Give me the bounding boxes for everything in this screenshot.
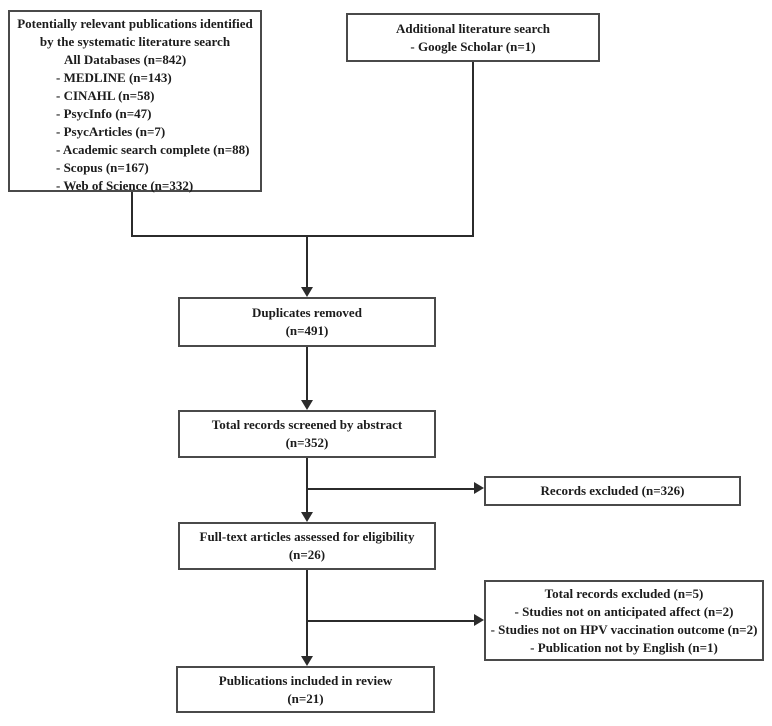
connector-screened-to-fulltext (306, 458, 308, 513)
database-item: - PsycArticles (n=7) (56, 124, 166, 139)
connector-branch-total-excluded (307, 620, 475, 622)
connector-additional-down (472, 62, 474, 236)
node-records-excluded: Records excluded (n=326) (484, 476, 741, 506)
node-subtitle: All Databases (n=842) (64, 52, 187, 67)
exclusion-item: - Studies not on anticipated affect (n=2… (514, 603, 734, 619)
node-text-line: Publications included in review (218, 672, 393, 688)
node-title-line: Potentially relevant publications identi… (17, 16, 253, 31)
node-text-line: (n=491) (285, 323, 329, 338)
node-text-line: (n=352) (285, 435, 329, 450)
node-text-line: Records excluded (n=326) (540, 483, 685, 498)
connector-merge-horizontal (131, 235, 474, 237)
node-text-line: Full-text articles assessed for eligibil… (199, 529, 415, 544)
connector-duplicates-to-screened (306, 347, 308, 401)
node-total-records-excluded: Total records excluded (n=5) - Studies n… (484, 580, 764, 661)
database-item: - MEDLINE (n=143) (56, 70, 172, 85)
connector-merge-to-duplicates (306, 236, 308, 288)
node-title-line: Total records excluded (n=5) (544, 585, 704, 601)
connector-identified-down (131, 192, 133, 236)
database-item: - CINAHL (n=58) (56, 88, 155, 103)
arrowhead-to-records-excluded (474, 482, 484, 494)
exclusion-item: - Publication not by English (n=1) (530, 639, 718, 655)
arrowhead-to-fulltext (301, 512, 313, 522)
node-additional-search: Additional literature search - Google Sc… (346, 13, 600, 62)
arrowhead-to-included (301, 656, 313, 666)
node-identified-publications: Potentially relevant publications identi… (8, 10, 262, 193)
node-text-line: Duplicates removed (252, 305, 362, 320)
database-item: - PsycInfo (n=47) (56, 106, 152, 121)
node-text-line: Additional literature search (395, 20, 551, 36)
database-item: - Scopus (n=167) (56, 160, 149, 175)
node-text-line: - Google Scholar (n=1) (410, 38, 536, 54)
exclusion-item: - Studies not on HPV vaccination outcome… (490, 621, 758, 637)
node-duplicates-removed: Duplicates removed (n=491) (178, 297, 436, 347)
node-fulltext-assessed: Full-text articles assessed for eligibil… (178, 522, 436, 570)
arrowhead-to-duplicates (301, 287, 313, 297)
database-item: - Web of Science (n=332) (56, 178, 194, 193)
node-title-line: by the systematic literature search (39, 34, 231, 49)
connector-fulltext-to-included (306, 570, 308, 657)
arrowhead-to-total-excluded (474, 614, 484, 626)
arrowhead-to-screened (301, 400, 313, 410)
node-text-line: (n=21) (287, 690, 324, 706)
database-item: - Academic search complete (n=88) (56, 142, 250, 157)
connector-branch-records-excluded (307, 488, 475, 490)
node-publications-included: Publications included in review (n=21) (176, 666, 435, 713)
node-text-line: (n=26) (288, 547, 326, 562)
node-text-line: Total records screened by abstract (211, 417, 403, 432)
node-records-screened: Total records screened by abstract (n=35… (178, 410, 436, 458)
